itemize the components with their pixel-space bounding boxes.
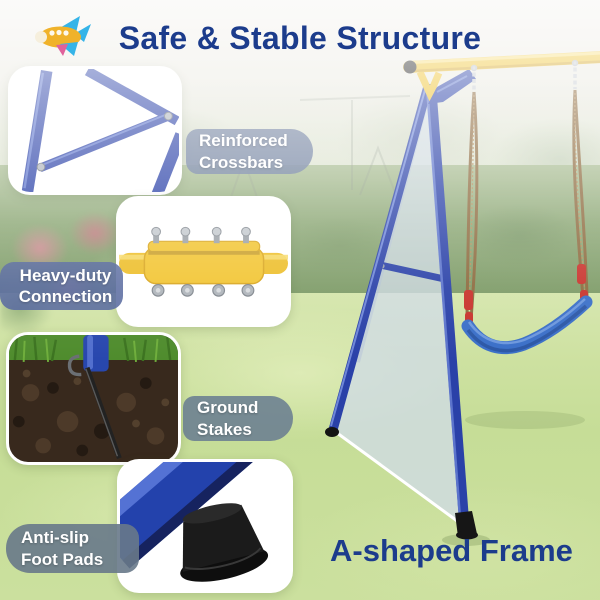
callout-label-reinforced-crossbars: Reinforced Crossbars bbox=[186, 129, 313, 174]
bolted-pole-connection-photo bbox=[119, 199, 288, 324]
callout-label-ground-stakes: Ground Stakes bbox=[183, 396, 293, 441]
toy-airplane-logo-icon bbox=[35, 16, 91, 56]
callout-card-ground-stakes bbox=[6, 332, 181, 465]
crossbar-joint-photo bbox=[11, 69, 179, 192]
swing-set-photo bbox=[325, 51, 600, 546]
callout-card-anti-slip-foot-pads bbox=[117, 459, 293, 593]
callout-card-reinforced-crossbars bbox=[8, 66, 182, 195]
callout-label-anti-slip-foot-pads: Anti-slip Foot Pads bbox=[6, 524, 139, 573]
rubber-foot-pad-photo bbox=[120, 462, 290, 590]
callout-card-heavy-duty-connection bbox=[116, 196, 291, 327]
page-title: Safe & Stable Structure bbox=[118, 20, 482, 56]
callout-label-heavy-duty-connection: Heavy-duty Connection bbox=[0, 262, 123, 310]
ground-stake-soil-photo bbox=[9, 335, 178, 462]
frame-caption: A-shaped Frame bbox=[330, 533, 573, 568]
